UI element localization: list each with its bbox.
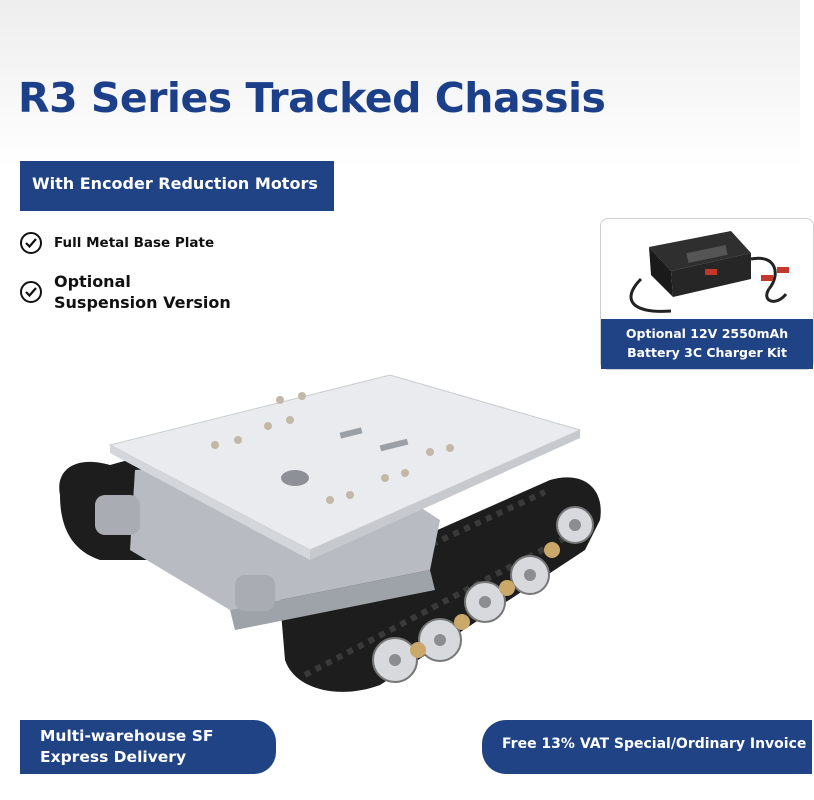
page-title: R3 Series Tracked Chassis xyxy=(18,74,606,122)
battery-kit-caption: Optional 12V 2550mAh Battery 3C Charger … xyxy=(601,319,813,369)
battery-caption-line-1: Optional 12V 2550mAh xyxy=(625,326,789,341)
check-circle-icon xyxy=(20,232,42,254)
invoice-badge: Free 13% VAT Special/Ordinary Invoice xyxy=(482,720,812,774)
encoder-motors-label: With Encoder Reduction Motors xyxy=(32,174,318,193)
feature-metal-base-plate: Full Metal Base Plate xyxy=(20,232,214,254)
delivery-line-1: Multi-warehouse SF xyxy=(40,727,214,745)
header-background xyxy=(0,0,800,170)
feature-label-line-1: Optional xyxy=(54,272,131,291)
invoice-label: Free 13% VAT Special/Ordinary Invoice xyxy=(502,736,807,752)
feature-label: Full Metal Base Plate xyxy=(54,235,215,251)
check-circle-icon xyxy=(20,281,42,303)
express-delivery-badge: Multi-warehouse SF Express Delivery xyxy=(20,720,276,774)
battery-kit-card: Optional 12V 2550mAh Battery 3C Charger … xyxy=(600,218,814,370)
feature-label-line-2: Suspension Version xyxy=(54,293,231,312)
encoder-motors-banner: With Encoder Reduction Motors xyxy=(20,161,334,211)
battery-caption-line-2: Battery 3C Charger Kit xyxy=(627,345,787,360)
feature-suspension-version: Optional Suspension Version xyxy=(20,271,231,313)
tracked-chassis-image xyxy=(59,374,601,692)
delivery-line-2: Express Delivery xyxy=(40,748,187,766)
battery-pack-image xyxy=(629,231,789,313)
